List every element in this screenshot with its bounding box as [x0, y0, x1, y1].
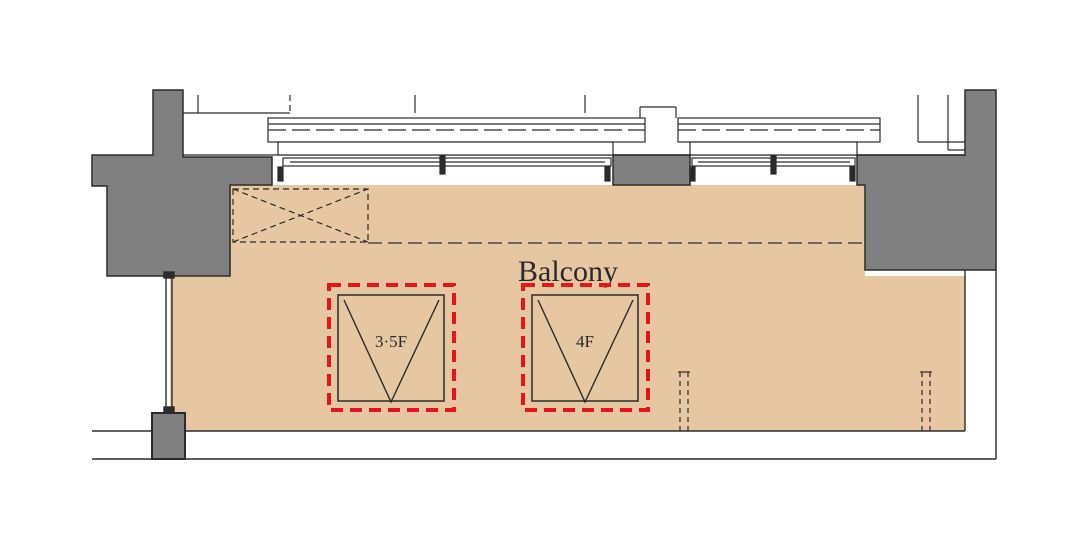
- sliding-window-left: [277, 141, 614, 182]
- balcony-edge: [92, 270, 997, 460]
- hatch-1-symbol: [343, 299, 440, 404]
- sliding-window-right: [689, 141, 858, 182]
- balcony-floor: [170, 185, 965, 431]
- outdoor-unit-space: [232, 188, 369, 243]
- drain-lines: [679, 372, 931, 431]
- column: [151, 412, 186, 460]
- left-wall: [91, 89, 273, 277]
- evacuation-hatch-2: 4F: [521, 283, 650, 412]
- hatch-1-highlight: [327, 283, 456, 412]
- interior-lines: [183, 95, 965, 151]
- balcony-label: Balcony: [518, 255, 618, 288]
- hatch-1-label: 3·5F: [375, 332, 407, 351]
- evacuation-hatch-1: 3·5F: [327, 283, 456, 412]
- hatch-2-highlight: [521, 283, 650, 412]
- hatch-2-symbol: [537, 299, 634, 404]
- hatch-2-label: 4F: [576, 332, 594, 351]
- window-pier: [612, 154, 691, 186]
- right-wall: [856, 89, 997, 271]
